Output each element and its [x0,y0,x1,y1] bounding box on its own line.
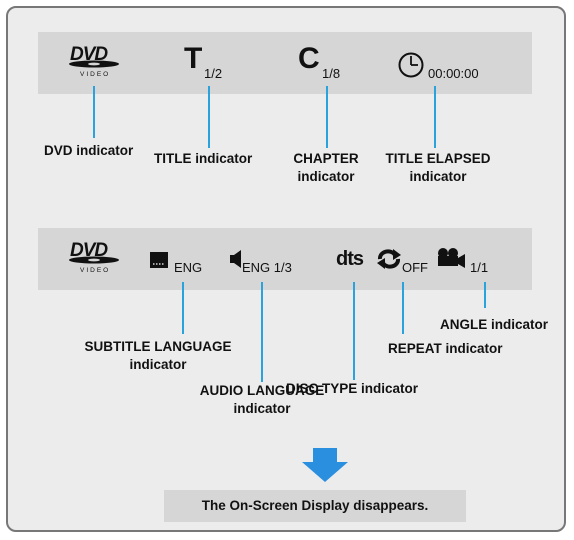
camera-angle-icon [438,248,465,268]
osd-disappears-note: The On-Screen Display disappears. [164,490,466,522]
title-value: 1/2 [204,66,223,81]
angle-value: 1/1 [470,260,489,275]
audio-connector [261,282,263,382]
title-indicator-label: TITLE indicator [154,151,253,166]
audio-speaker-icon [230,250,241,268]
disc-type-connector [353,282,355,380]
osd-bar-1 [38,32,532,94]
elapsed-time: 00:00:00 [428,66,479,81]
chapter-icon: C [298,42,320,75]
disc-type-indicator-label: DISC TYPE indicator [286,381,419,396]
subtitle-icon [150,252,168,268]
figure-frame: DVD VIDEO T 1/2 C 1/8 00:00:00 DVD indic… [6,6,566,532]
title-connector [208,86,210,148]
subtitle-value: ENG [174,260,203,275]
dvd-logo: DVD VIDEO [66,44,122,84]
repeat-icon [377,249,401,269]
repeat-indicator-label: REPEAT indicator [388,341,503,356]
angle-indicator-label: ANGLE indicator [440,317,549,332]
clock-icon [398,52,424,78]
dvd-connector [93,86,95,138]
repeat-connector [402,282,404,334]
elapsed-indicator-label: TITLE ELAPSED indicator [385,151,491,184]
title-icon: T [184,42,203,75]
chapter-connector [326,86,328,148]
angle-connector [484,282,486,308]
dvd-indicator-label: DVD indicator [44,143,134,158]
chapter-indicator-label: CHAPTER indicator [293,151,359,184]
subtitle-indicator-label: SUBTITLE LANGUAGE indicator [84,339,232,372]
dvd-logo-2: DVD VIDEO [66,240,122,280]
audio-value: ENG 1/3 [242,260,292,275]
audio-indicator-label: AUDIO LANGUAGE indicator [199,383,325,416]
repeat-value: OFF [402,260,428,275]
dts-icon: dts [336,248,364,270]
elapsed-connector [434,86,436,148]
chapter-value: 1/8 [322,66,341,81]
subtitle-connector [182,282,184,334]
down-arrow-icon [302,448,348,482]
